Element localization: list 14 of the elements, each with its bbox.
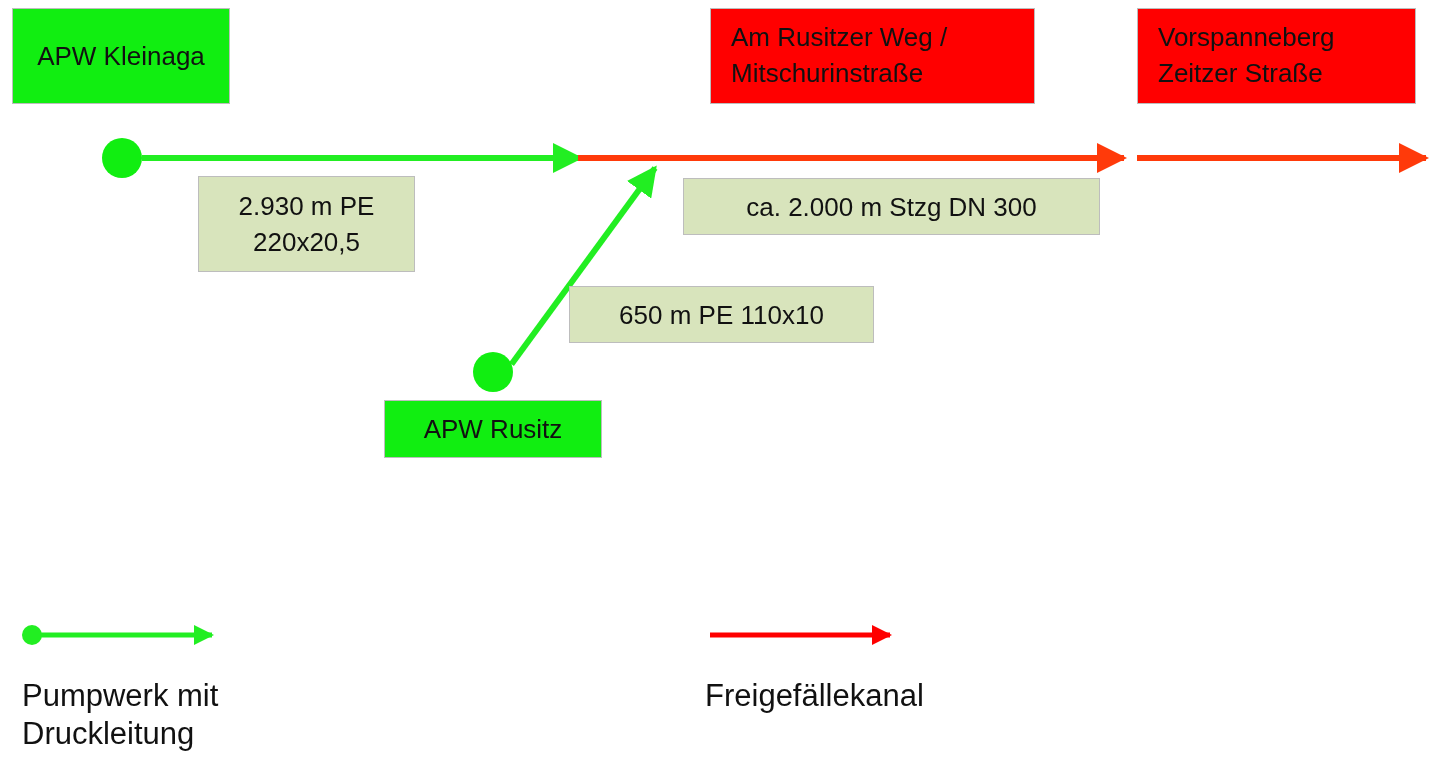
location-box: APW Kleinaga [12,8,230,104]
pipe-label-box: 650 m PE 110x10 [569,286,874,343]
arrow [1137,143,1429,173]
location-box: Vorspanneberg Zeitzer Straße [1137,8,1416,104]
arrow [509,165,658,367]
legend-label: Freigefällekanal [705,677,925,715]
pipe-label-box: ca. 2.000 m Stzg DN 300 [683,178,1100,235]
arrow [578,143,1127,173]
pump-station-dot [102,138,142,178]
location-box: Am Rusitzer Weg / Mitschurinstraße [710,8,1035,104]
pipe-label-box: 2.930 m PE 220x20,5 [198,176,415,272]
legend-label: Pumpwerk mit Druckleitung [22,677,220,753]
location-box: APW Rusitz [384,400,602,458]
pump-station-dot [473,352,513,392]
